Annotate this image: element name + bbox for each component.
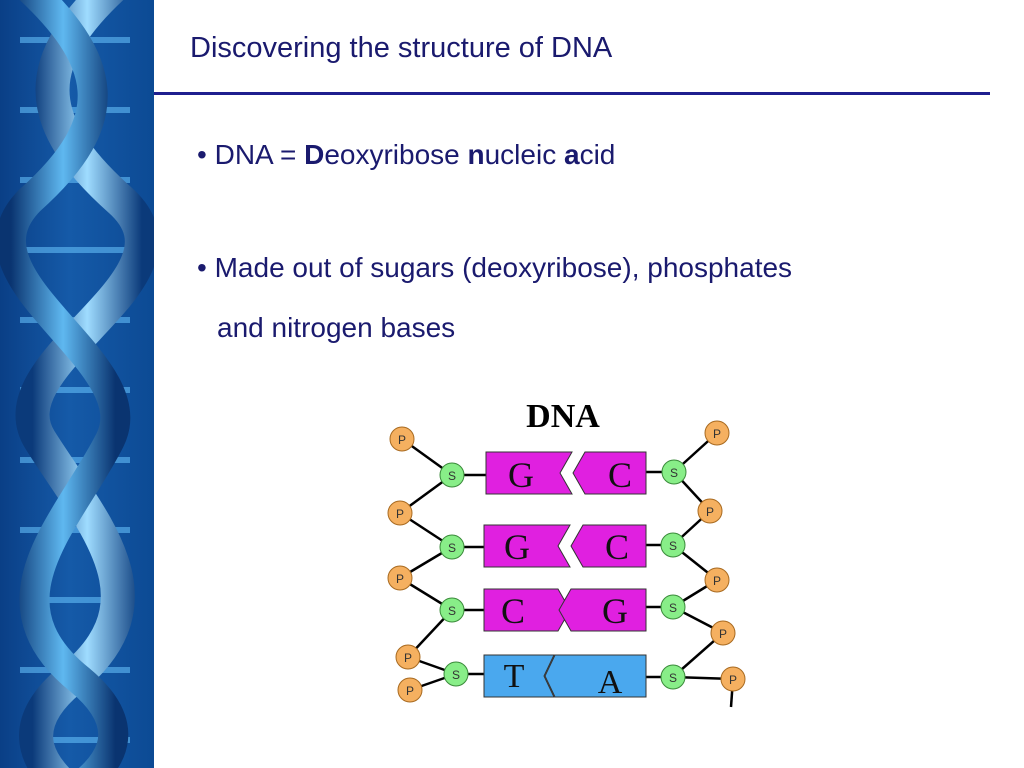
svg-text:P: P [398,433,406,447]
base-pair-2: G C [483,524,647,568]
left-sugars: S S S S [439,462,469,687]
base-pair-3: C G [483,588,647,632]
slide-title: Discovering the structure of DNA [190,32,613,64]
bullet-marker: • [197,252,207,283]
dna-helix-sidebar [0,0,154,768]
sugar: S [439,534,465,560]
base-pair-4: T A [483,654,647,701]
bullet-line-2: and nitrogen bases [217,312,456,343]
base-pair-1: G C [485,451,647,495]
bullet-marker: • [197,139,207,170]
svg-text:P: P [406,684,414,698]
bullet-dna-definition: • DNA = Deoxyribose nucleic acid [197,125,615,185]
base-label: G [602,591,628,631]
base-left [483,588,571,632]
phosphate: P [397,677,423,703]
base-label: G [504,527,530,567]
sugar: S [443,661,469,687]
base-right [570,524,647,568]
base-label: G [508,455,534,495]
base-left [483,524,571,568]
base-label: T [504,658,525,695]
phosphate: P [704,420,730,446]
base-right [558,588,647,632]
right-phosphates: P P P P P [697,420,746,692]
svg-text:P: P [396,507,404,521]
sugar-base-bonds [452,470,674,679]
phosphate: P [710,620,736,646]
svg-text:S: S [670,466,678,480]
svg-text:S: S [448,541,456,555]
title-divider [154,92,990,95]
svg-text:P: P [713,427,721,441]
svg-text:S: S [448,604,456,618]
base-label: C [501,591,525,631]
base-right [544,654,647,698]
bullet-text-part: DNA = [214,139,305,170]
phosphate: P [697,498,723,524]
phosphate: P [395,644,421,670]
phosphate: P [704,567,730,593]
sugar: S [439,462,465,488]
base-label: C [605,527,629,567]
svg-text:S: S [448,469,456,483]
base-right [572,451,647,495]
left-phosphates: P P P P P [387,426,423,703]
phosphate: P [387,565,413,591]
svg-text:P: P [404,651,412,665]
right-sugars: S S S S [660,459,687,690]
svg-text:S: S [669,539,677,553]
bullet-text-bold: D [304,139,325,170]
base-label: A [598,664,623,701]
bullet-text-part: ucleic [484,139,564,170]
sugar: S [660,664,686,690]
svg-text:P: P [706,505,714,519]
svg-text:P: P [719,627,727,641]
svg-text:S: S [669,671,677,685]
bullet-text-bold: n [467,139,485,170]
sugar: S [660,532,686,558]
base-label: C [608,455,632,495]
phosphate: P [387,500,413,526]
bullet-text-bold: a [563,139,580,170]
bullet-text-part: eoxyribose [324,139,468,170]
base-left [485,451,573,495]
bullet-line-1: Made out of sugars (deoxyribose), phosph… [214,252,793,283]
dna-structure-diagram: DNA G C [387,398,746,708]
bullet-text-part: cid [579,139,616,170]
svg-text:P: P [396,572,404,586]
base-left [483,654,555,698]
sugar: S [660,594,686,620]
bullet-dna-composition: • Made out of sugars (deoxyribose), phos… [197,238,792,358]
dna-helix-icon [0,0,154,768]
sugar: S [661,459,687,485]
svg-text:S: S [669,601,677,615]
svg-text:S: S [452,668,460,682]
svg-text:P: P [713,574,721,588]
phosphate: P [720,666,746,692]
diagram-heading: DNA [526,398,600,435]
phosphate: P [389,426,415,452]
svg-text:P: P [729,673,737,687]
sugar: S [439,597,465,623]
